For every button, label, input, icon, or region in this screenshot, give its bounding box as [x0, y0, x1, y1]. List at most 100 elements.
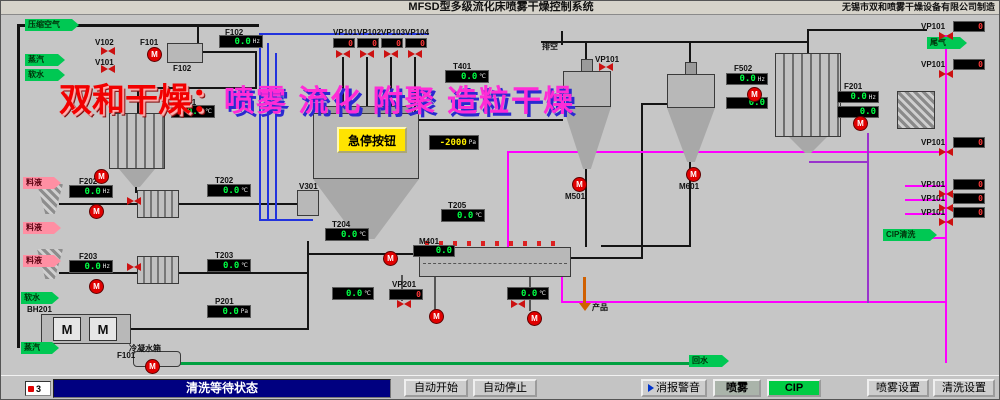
auto-start-button[interactable]: 自动开始 [404, 379, 468, 397]
device-label: VP102 [357, 28, 382, 37]
valve-icon[interactable] [408, 50, 422, 59]
spray-settings-button[interactable]: 喷雾设置 [867, 379, 929, 397]
display-unit: ℃ [475, 212, 482, 219]
pipe [17, 24, 259, 27]
device-label: VP101 [921, 208, 946, 217]
display-value: 0.0 [520, 288, 538, 299]
motor-icon[interactable]: M [429, 309, 444, 324]
valve-icon[interactable] [101, 65, 115, 74]
motor-icon[interactable]: M [686, 167, 701, 182]
speaker-icon [648, 384, 654, 392]
pipe [390, 57, 392, 113]
value-display: 0.0℃ [207, 184, 251, 197]
device-label: T201 [178, 98, 197, 107]
value-display: 0.0℃ [325, 228, 369, 241]
alarm-counter[interactable]: 3 [25, 381, 51, 396]
display-unit: Hz [868, 93, 876, 101]
device-label: M601 [679, 182, 700, 191]
pipe [255, 51, 257, 88]
mute-alarm-label: 消报警音 [656, 382, 700, 394]
value-display: 0.0℃ [207, 259, 251, 272]
mute-alarm-button[interactable]: 消报警音 [641, 379, 707, 397]
device-label: VP201 [392, 280, 417, 289]
motor-icon[interactable]: M [94, 169, 109, 184]
display-value: 0.0 [850, 92, 867, 102]
valve-icon[interactable] [101, 47, 115, 56]
pipe [137, 87, 257, 89]
value-display: 0 [953, 193, 985, 204]
device-label: VP101 [921, 138, 946, 147]
device-label: V101 [95, 58, 114, 67]
value-display: 0 [953, 137, 985, 148]
flow-tag: 料液 [23, 222, 61, 234]
valve-icon[interactable] [939, 218, 953, 227]
motor-box[interactable]: M [53, 317, 81, 341]
valve-icon[interactable] [336, 50, 350, 59]
display-value: 0.0 [222, 260, 240, 271]
display-value: 0 [978, 194, 983, 203]
flow-tag: 压缩空气 [25, 19, 79, 31]
motor-icon[interactable]: M [853, 116, 868, 131]
motor-icon[interactable]: M [572, 177, 587, 192]
component-cone [563, 107, 611, 169]
motor-icon[interactable]: M [147, 47, 162, 62]
display-value: 0.0 [739, 74, 756, 84]
component-cone [667, 108, 715, 162]
pipe [561, 301, 947, 303]
emergency-stop-button[interactable]: 急停按钮 [337, 127, 407, 153]
device-label: 冷凝水箱 [129, 344, 161, 353]
spray-button[interactable]: 喷雾 [713, 379, 761, 397]
motor-icon[interactable]: M [747, 87, 762, 102]
value-display: 0.0℃ [332, 287, 374, 300]
motor-icon[interactable]: M [89, 204, 104, 219]
display-unit: Hz [102, 188, 110, 195]
component-cone [119, 169, 155, 187]
motor-box[interactable]: M [89, 317, 117, 341]
component-box [297, 190, 319, 216]
device-label: VP101 [921, 60, 946, 69]
cip-button[interactable]: CIP [767, 379, 821, 397]
display-value: 0 [420, 38, 425, 48]
flow-tag: 料液 [23, 177, 61, 189]
display-unit: Pa [468, 139, 476, 146]
pipe [259, 33, 261, 219]
motor-icon[interactable]: M [89, 279, 104, 294]
flow-tag: 软水 [25, 69, 65, 81]
auto-stop-button[interactable]: 自动停止 [473, 379, 537, 397]
status-text: 清洗等待状态 [185, 381, 258, 395]
valve-icon[interactable] [939, 148, 953, 157]
pipe [203, 51, 255, 53]
valve-icon[interactable] [360, 50, 374, 59]
display-value: 0.0 [435, 246, 452, 256]
motor-icon[interactable]: M [383, 251, 398, 266]
display-unit: ℃ [205, 108, 212, 115]
device-label: M501 [565, 192, 586, 201]
device-label: F102 [225, 28, 244, 37]
valve-icon[interactable] [397, 300, 411, 309]
valve-icon[interactable] [939, 70, 953, 79]
display-value: 0 [372, 38, 377, 48]
device-label: F203 [79, 252, 98, 261]
device-label: 排空 [542, 42, 558, 51]
valve-icon[interactable] [939, 32, 953, 41]
clean-settings-button[interactable]: 清洗设置 [933, 379, 995, 397]
valve-icon[interactable] [511, 300, 525, 309]
alarm-icon [28, 385, 34, 392]
valve-icon[interactable] [127, 197, 141, 206]
motor-icon[interactable]: M [145, 359, 160, 374]
valve-icon[interactable] [939, 204, 953, 213]
display-value: 0 [396, 38, 401, 48]
component-nozzles [425, 241, 565, 246]
motor-icon[interactable]: M [527, 311, 542, 326]
value-display: 0.0℃ [445, 70, 489, 83]
valve-icon[interactable] [127, 263, 141, 272]
valve-icon[interactable] [599, 63, 613, 72]
display-value: 0.0 [186, 106, 204, 117]
value-display: 0 [357, 38, 379, 48]
valve-icon[interactable] [939, 190, 953, 199]
valve-icon[interactable] [384, 50, 398, 59]
